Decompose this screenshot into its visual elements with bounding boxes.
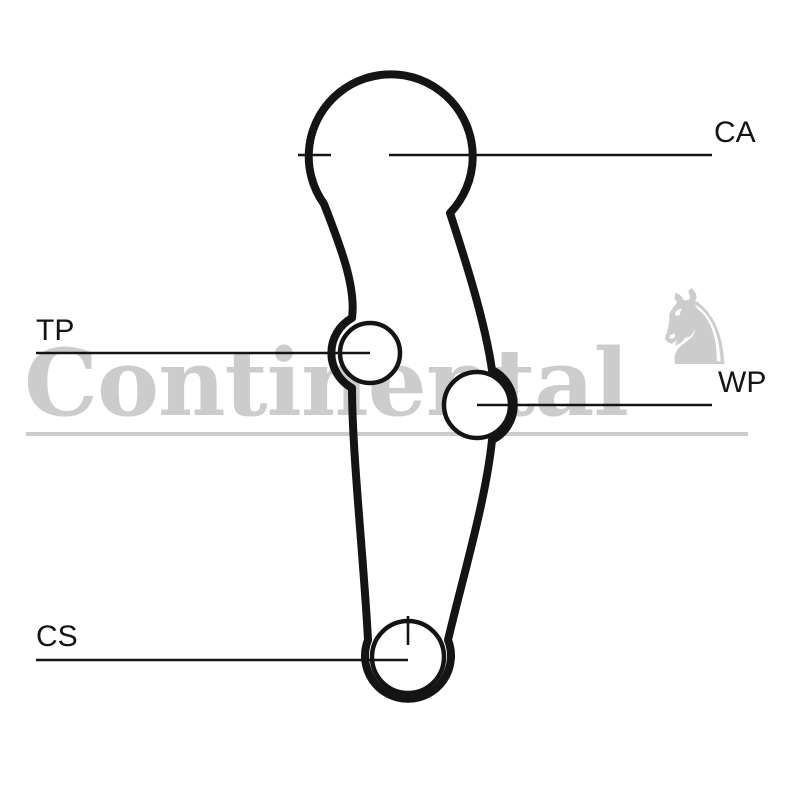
crankshaft-label: CS xyxy=(36,620,78,653)
tensioner-label: TP xyxy=(36,314,75,347)
camshaft-label: CA xyxy=(714,116,756,149)
water-pump-label: WP xyxy=(718,366,767,399)
timing-belt-path xyxy=(304,70,518,703)
